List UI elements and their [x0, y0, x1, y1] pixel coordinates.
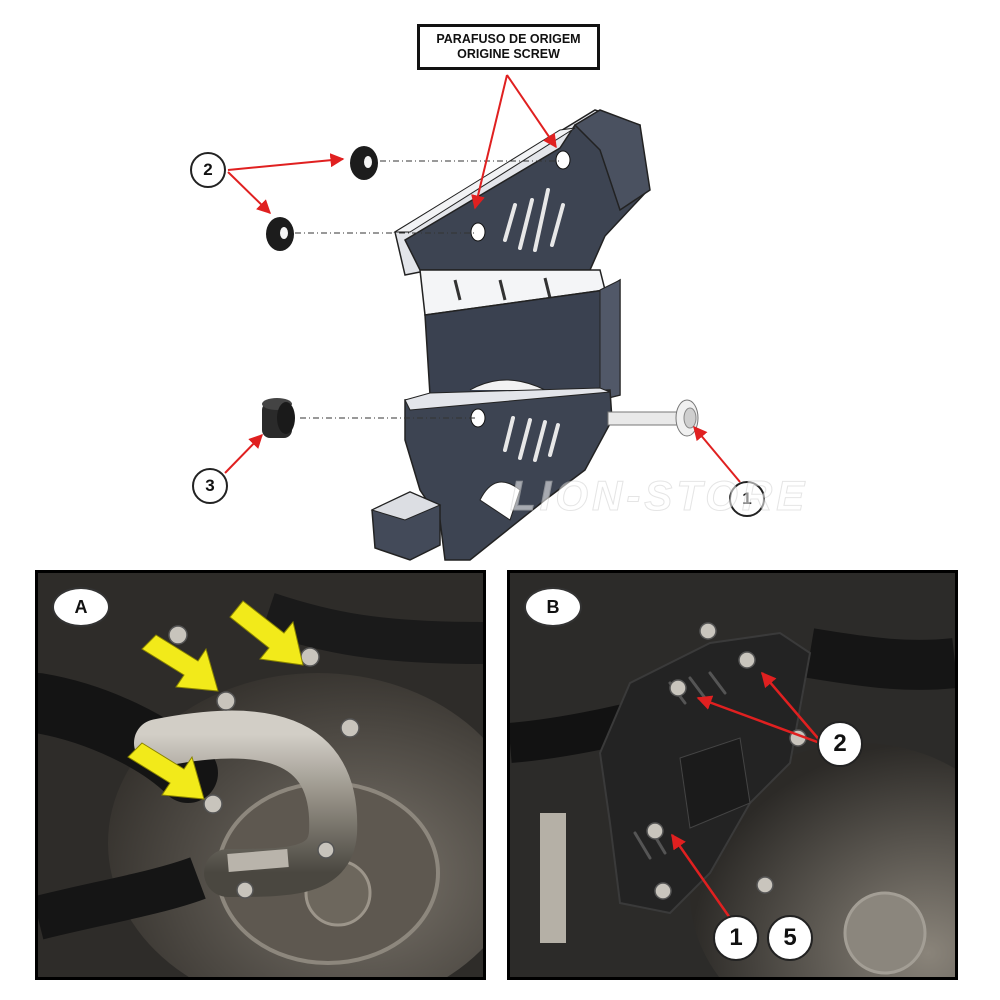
exploded-diagram: PARAFUSO DE ORIGEM ORIGINE SCREW 2 3 1 L…	[190, 24, 809, 561]
origin-label-line1: PARAFUSO DE ORIGEM	[436, 32, 581, 46]
diagram-drawing	[224, 74, 741, 561]
engine-photo-b	[510, 573, 955, 977]
origin-screw-label: PARAFUSO DE ORIGEM ORIGINE SCREW	[417, 24, 600, 70]
spacer-bushing	[262, 398, 295, 438]
assembly-lines	[295, 160, 560, 419]
rubber-washer	[266, 217, 294, 251]
leader-arrows	[224, 74, 741, 483]
rubber-washer	[350, 146, 378, 180]
origin-label-line2: ORIGINE SCREW	[457, 47, 560, 61]
engine-photo-a	[38, 573, 483, 977]
panel-b-label: B	[524, 587, 582, 627]
callout-washers: 2	[190, 152, 226, 188]
photo-panel-b: B 2 1 5	[507, 570, 958, 980]
sprocket-guard	[370, 109, 651, 561]
callout-screw: 1	[729, 481, 765, 517]
callout-b-washers: 2	[817, 721, 863, 767]
callout-spacer: 3	[192, 468, 228, 504]
panel-a-label: A	[52, 587, 110, 627]
screw	[607, 399, 699, 437]
watermark: LION-STORE	[510, 472, 809, 520]
photo-panel-a: A	[35, 570, 486, 980]
callout-b-5: 5	[767, 915, 813, 961]
callout-b-screw: 1	[713, 915, 759, 961]
